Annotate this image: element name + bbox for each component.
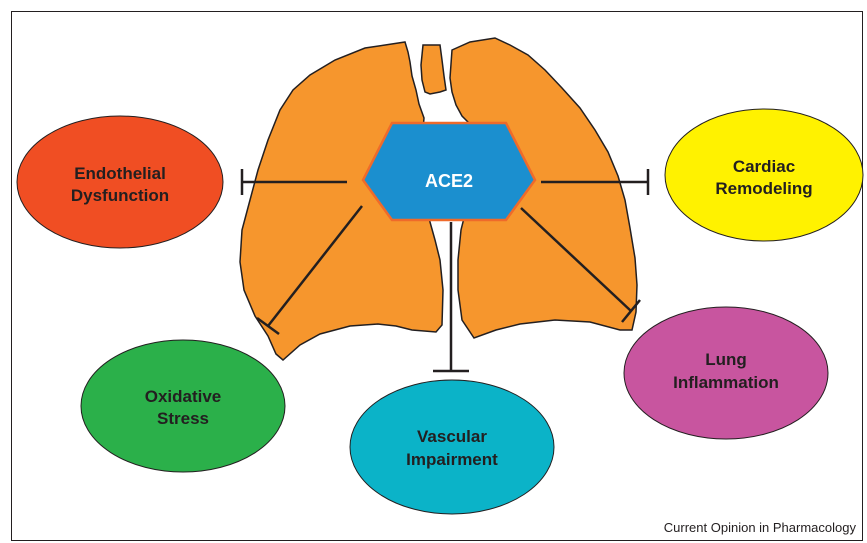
vascular-label-line2: Impairment [406,450,498,469]
effect-oxidative-stress: Oxidative Stress [81,340,285,472]
vascular-label-line1: Vascular [417,427,487,446]
effect-cardiac-remodeling: Cardiac Remodeling [665,109,863,241]
vascular-ellipse [350,380,554,514]
trachea [421,45,446,94]
source-credit: Current Opinion in Pharmacology [664,520,857,535]
ace2-node: ACE2 [363,123,535,220]
effect-lung-inflammation: Lung Inflammation [624,307,828,439]
cardiac-label-line2: Remodeling [715,179,812,198]
ace2-label: ACE2 [425,171,473,191]
effect-endothelial-dysfunction: Endothelial Dysfunction [17,116,223,248]
endothelial-label-line1: Endothelial [74,164,166,183]
oxidative-label-line1: Oxidative [145,387,222,406]
effect-vascular-impairment: Vascular Impairment [350,380,554,514]
endothelial-label-line2: Dysfunction [71,186,169,205]
lung-label-line1: Lung [705,350,747,369]
lung-label-line2: Inflammation [673,373,779,392]
oxidative-label-line2: Stress [157,409,209,428]
cardiac-label-line1: Cardiac [733,157,795,176]
oxidative-ellipse [81,340,285,472]
